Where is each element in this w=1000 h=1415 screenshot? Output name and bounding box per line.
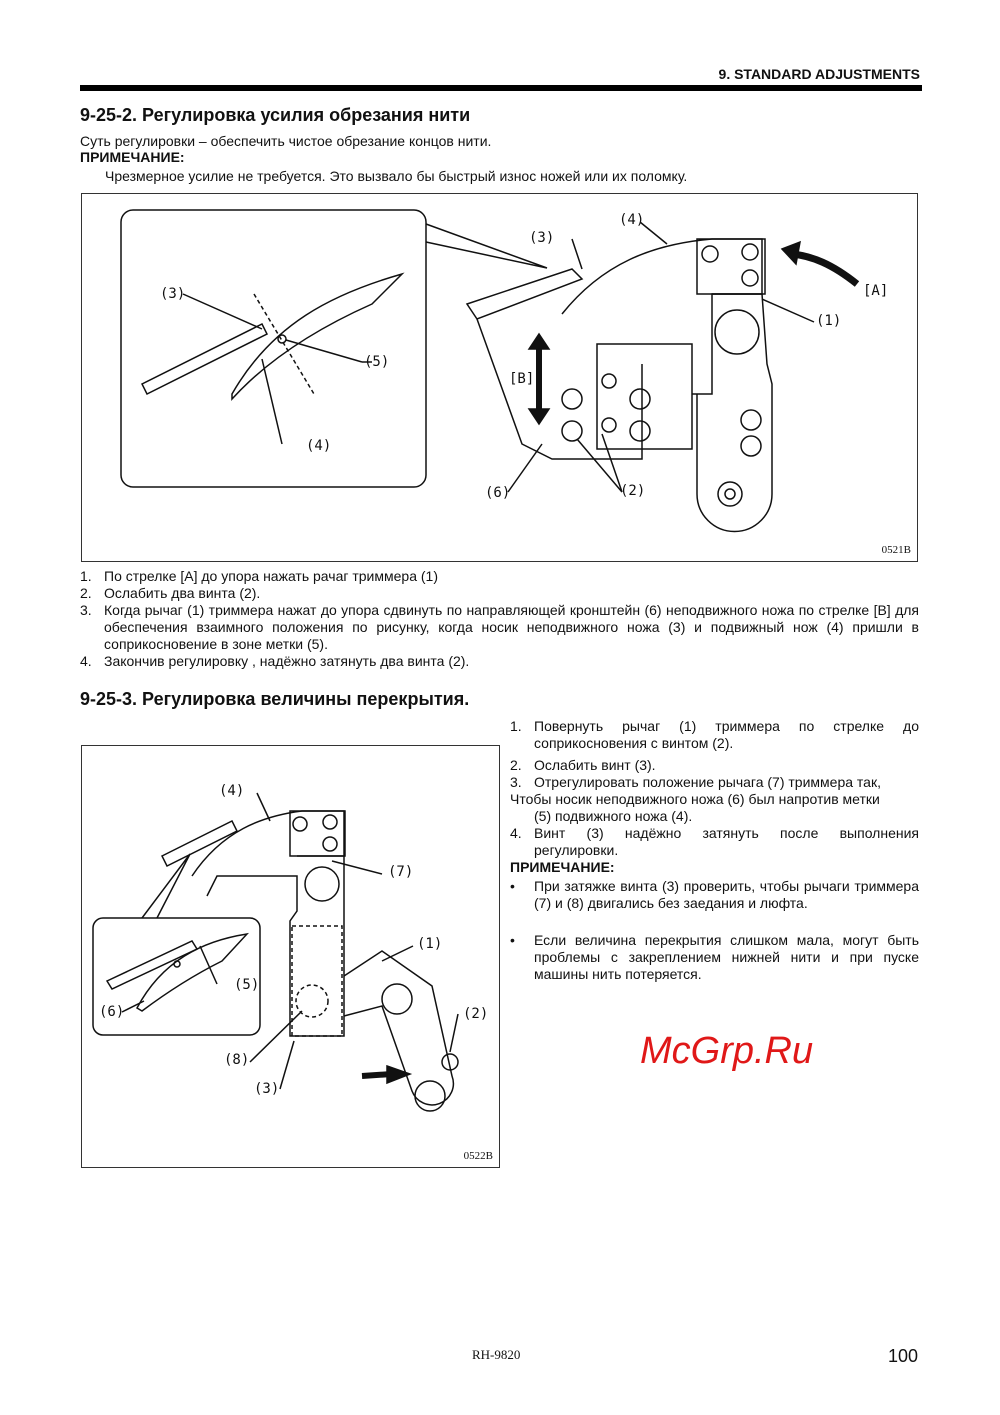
label-3a: (3) [160,286,186,302]
label-4b: (4) [619,212,645,228]
label-6: (6) [485,485,511,501]
step-item: 4.Винт (3) надёжно затянуть после выполн… [510,825,919,858]
label-2: (2) [620,483,646,499]
step-item: 1.Повернуть рычаг (1) триммера по стрелк… [510,718,919,751]
step-item: 4.Закончив регулировку , надёжно затянут… [80,653,470,669]
figure-0521B: (3) (5) (4) (3) (4) [A] (1) [B] (6) (2) … [81,193,918,562]
label-6: (6) [99,1004,125,1020]
bullet-item: •При затяжке винта (3) проверить, чтобы … [510,878,919,911]
label-2: (2) [463,1006,489,1022]
figure-code-1: 0521B [881,544,911,556]
watermark-logo: McGrp.Ru [640,1030,814,1072]
note-label-1: ПРИМЕЧАНИЕ: [80,149,185,165]
steps-list-1: 1.По стрелке [A] до упора нажать рачаг т… [80,568,919,670]
label-1: (1) [816,313,842,329]
note-label-2: ПРИМЕЧАНИЕ: [510,859,615,875]
step-item: 2.Ослабить винт (3). [510,757,656,773]
label-7: (7) [388,864,414,880]
label-4a: (4) [306,438,332,454]
label-B: [B] [509,371,535,387]
step-item: 3.Отрегулировать положение рычага (7) тр… [510,774,881,790]
step-3-cont: Чтобы носик неподвижного ножа (6) был на… [510,791,880,807]
label-4: (4) [219,783,245,799]
trimmer-diagram-1 [120,209,860,533]
step-item: 1.По стрелке [A] до упора нажать рачаг т… [80,568,438,584]
section-header: 9. STANDARD ADJUSTMENTS [718,66,920,82]
note-text-1: Чрезмерное усилие не требуется. Это вызв… [105,168,688,184]
label-8: (8) [224,1052,250,1068]
label-5: (5) [364,354,390,370]
step-3-cont2: (5) подвижного ножа (4). [534,808,693,824]
label-5: (5) [234,977,260,993]
intro-text: Суть регулировки – обеспечить чистое обр… [80,133,492,149]
header-rule [80,85,922,91]
figure-0522B: (4) (7) (1) (5) (6) (2) (8) (3) 0522B [81,745,500,1168]
section-title-2: 9-25-3. Регулировка величины перекрытия. [80,689,470,709]
page-number: 100 [888,1346,919,1366]
trimmer-diagram-2 [92,792,459,1112]
figure-code-2: 0522B [463,1150,493,1162]
footer-model: RH-9820 [472,1347,521,1362]
step-item: 2.Ослабить два винта (2). [80,585,261,601]
label-3: (3) [254,1081,280,1097]
section-title-1: 9-25-2. Регулировка усилия обрезания нит… [80,105,471,125]
label-A: [A] [863,283,889,299]
bullet-item: •Если величина перекрытия слишком мала, … [510,932,919,982]
label-3b: (3) [529,230,555,246]
steps-list-2: 1.Повернуть рычаг (1) триммера по стрелк… [510,718,919,983]
step-item: 3.Когда рычаг (1) триммера нажат до упор… [80,602,919,652]
label-1: (1) [417,936,443,952]
